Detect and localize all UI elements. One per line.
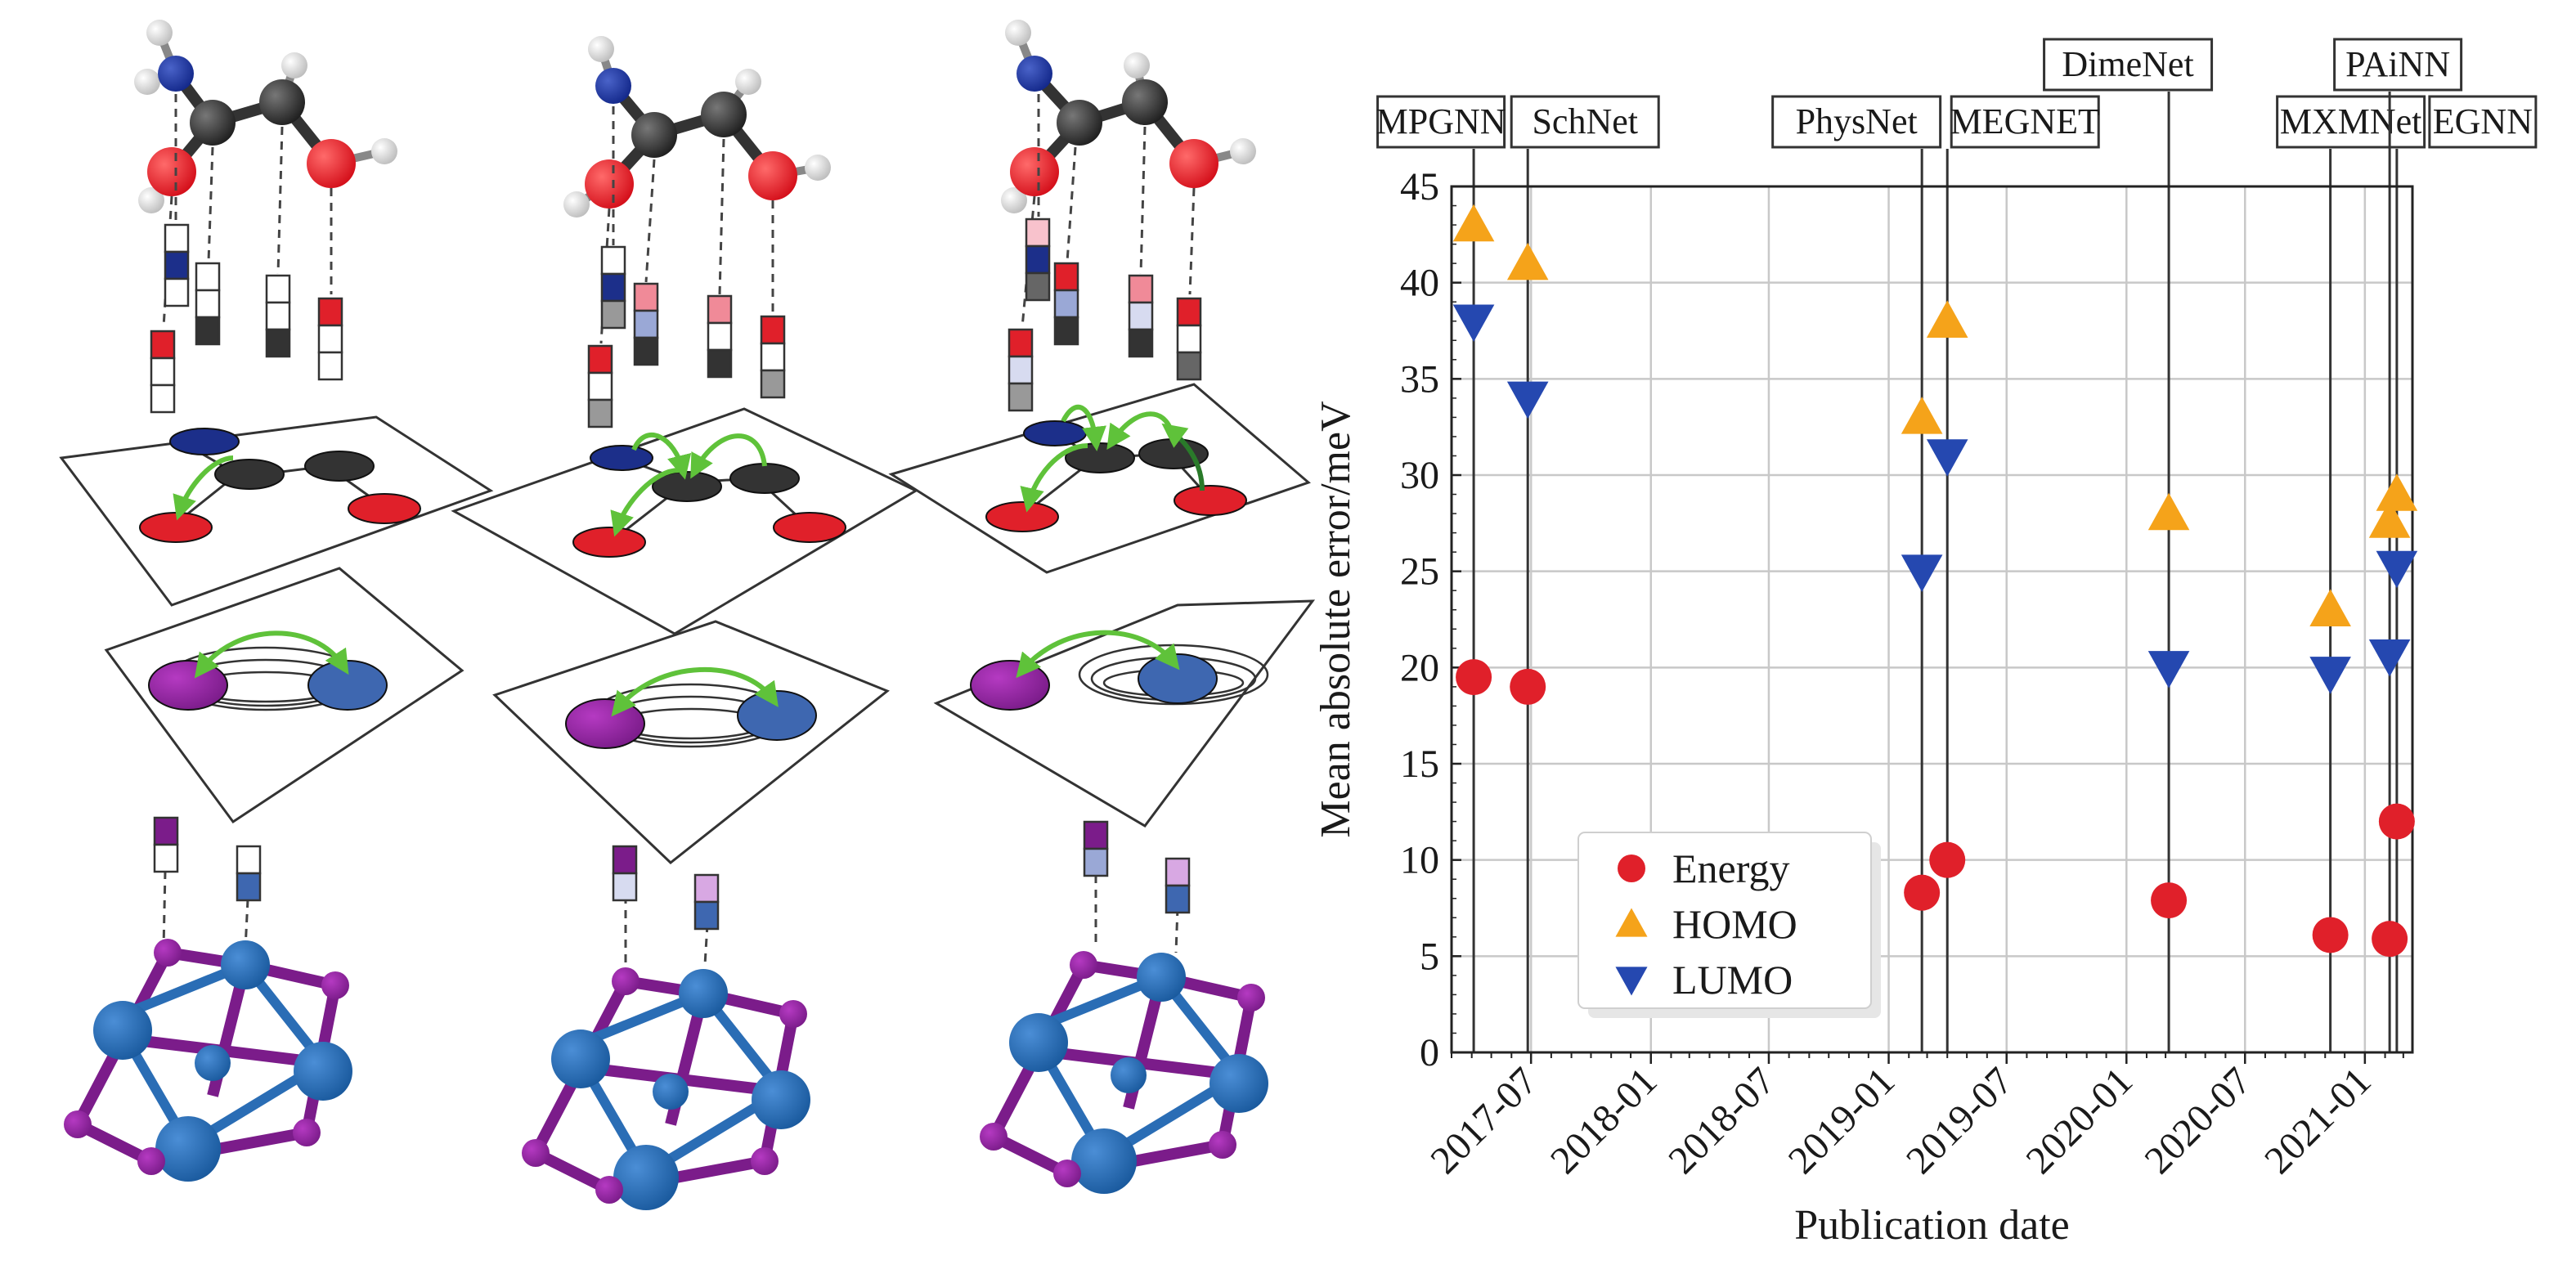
model-label-box bbox=[2333, 38, 2463, 92]
y-tick-label: 45 bbox=[1400, 165, 1439, 209]
y-tick-label: 10 bbox=[1400, 839, 1439, 882]
x-tick-label: 2020-07 bbox=[2136, 1059, 2260, 1182]
x-tick-label: 2019-01 bbox=[1780, 1059, 1904, 1182]
model-label: SchNet bbox=[1532, 101, 1638, 141]
x-tick-label: 2017-07 bbox=[1422, 1059, 1546, 1182]
homo-point bbox=[1926, 300, 1968, 338]
illustration-column-2 bbox=[451, 36, 919, 1210]
x-tick-label: 2021-01 bbox=[2256, 1059, 2380, 1182]
plot-frame bbox=[1450, 185, 2414, 1054]
molecule-model bbox=[134, 20, 397, 213]
illustration-column-1 bbox=[59, 20, 494, 1182]
model-label: DimeNet bbox=[2062, 44, 2193, 84]
lumo-point bbox=[2147, 651, 2190, 689]
homo-point bbox=[2376, 473, 2418, 511]
model-label-box bbox=[1510, 95, 1660, 149]
y-tick-label: 15 bbox=[1400, 742, 1439, 786]
x-axis-title: Publication date bbox=[1794, 1202, 2069, 1249]
crystal-lattice bbox=[64, 939, 352, 1182]
illustration-column-3 bbox=[888, 20, 1316, 1194]
legend-homo-marker bbox=[1615, 908, 1648, 937]
model-label-box bbox=[2276, 95, 2426, 149]
lumo-point bbox=[1901, 554, 1943, 592]
x-tick-label: 2018-07 bbox=[1660, 1059, 1784, 1182]
homo-point bbox=[2147, 492, 2190, 531]
lumo-point bbox=[1506, 381, 1549, 419]
legend-homo-label: HOMO bbox=[1672, 901, 1797, 947]
message-passing-illustration bbox=[59, 20, 1316, 1210]
crystal-lattice bbox=[980, 951, 1268, 1194]
lumo-point bbox=[2376, 550, 2418, 589]
energy-point bbox=[2372, 921, 2408, 958]
y-tick-label: 5 bbox=[1420, 935, 1439, 978]
homo-point bbox=[2309, 589, 2351, 626]
lumo-point bbox=[2309, 657, 2351, 694]
energy-point bbox=[2312, 917, 2349, 953]
data-points bbox=[1452, 204, 2418, 958]
model-label-box bbox=[1771, 95, 1942, 149]
model-label-box bbox=[1376, 95, 1506, 149]
y-axis-title: Mean absolute error/meV bbox=[1313, 401, 1359, 837]
model-label: MXMNet bbox=[2280, 101, 2422, 141]
homo-point bbox=[1901, 397, 1943, 434]
x-tick-label: 2020-01 bbox=[2017, 1059, 2141, 1182]
crystal-lattice bbox=[522, 967, 810, 1210]
homo-point bbox=[2368, 500, 2411, 538]
y-tick-label: 0 bbox=[1420, 1031, 1439, 1074]
legend-energy-marker bbox=[1618, 855, 1645, 882]
molecule-model bbox=[563, 36, 831, 218]
model-label: EGNN bbox=[2433, 101, 2533, 141]
y-tick-label: 20 bbox=[1400, 646, 1439, 689]
x-tick-label: 2018-01 bbox=[1542, 1059, 1666, 1182]
energy-point bbox=[1904, 874, 1941, 911]
energy-point bbox=[1929, 841, 1966, 878]
legend-box bbox=[1577, 832, 1872, 1009]
y-tick-label: 35 bbox=[1400, 357, 1439, 401]
molecule-model bbox=[1001, 20, 1256, 213]
model-label-box bbox=[1950, 95, 2100, 149]
energy-point bbox=[1456, 659, 1492, 696]
energy-point bbox=[2151, 882, 2188, 919]
lumo-point bbox=[2368, 639, 2411, 677]
lumo-point bbox=[1926, 439, 1968, 477]
homo-point bbox=[1452, 204, 1495, 242]
legend-lumo-marker bbox=[1615, 967, 1648, 996]
y-tick-label: 30 bbox=[1400, 454, 1439, 497]
lumo-point bbox=[1452, 304, 1495, 343]
y-tick-label: 40 bbox=[1400, 262, 1439, 305]
energy-point bbox=[2378, 803, 2415, 840]
axis-ticks: 0510152025303540452017-072018-012018-072… bbox=[1400, 165, 2404, 1182]
model-label: PhysNet bbox=[1796, 101, 1918, 141]
model-label: MPGNN bbox=[1376, 101, 1506, 141]
y-tick-label: 25 bbox=[1400, 550, 1439, 594]
x-tick-label: 2019-07 bbox=[1898, 1059, 2022, 1182]
model-label-box bbox=[2043, 38, 2214, 92]
legend-lumo-label: LUMO bbox=[1672, 957, 1793, 1003]
energy-point bbox=[1510, 668, 1546, 705]
homo-point bbox=[1506, 242, 1549, 280]
model-label: PAiNN bbox=[2345, 44, 2450, 84]
model-label: MEGNET bbox=[1950, 101, 2100, 141]
legend-energy-label: Energy bbox=[1672, 846, 1789, 891]
model-label-box bbox=[2428, 95, 2538, 149]
